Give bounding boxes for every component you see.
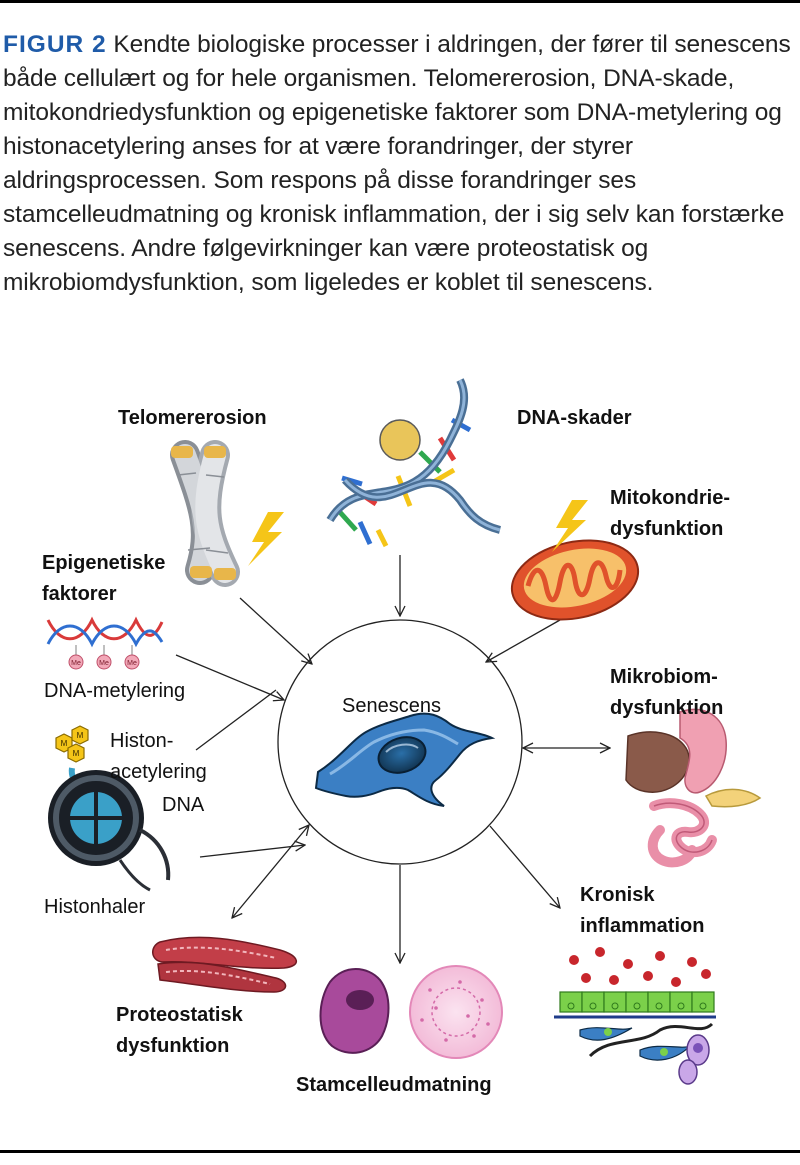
label-senescens: Senescens [342,695,441,717]
caption-text: Kendte biologiske processer i aldringen,… [3,31,791,296]
arrow-epi-1 [175,654,284,700]
label-proteostatisk: Proteostatisk dysfunktion [116,1004,243,1057]
label-mikrobiom: Mikrobiom- dysfunktion [610,666,724,719]
figure-label: FIGUR 2 [3,31,107,58]
lightning-icon [552,500,588,552]
bottom-rule [0,1150,800,1153]
arrow-proteo [232,825,309,918]
dna-methylation-icon [46,616,164,670]
label-epigenetiske: Epigenetiske faktorer [42,552,166,605]
m-tag: M [77,731,84,740]
figure-caption: FIGUR 2 Kendte biologiske processer i al… [3,28,793,300]
me-tag: Me [99,660,109,667]
label-histonhaler: Histonhaler [44,896,146,918]
arrow-kronisk [489,825,560,908]
arrow-mito [486,619,561,662]
gut-icon [625,708,762,868]
proteostasis-icon [152,936,297,993]
label-histonacetylering: Histon- acetylering [110,730,207,783]
top-rule [0,0,800,3]
dna-helix-icon [326,378,502,548]
nucleosome-icon [48,725,171,892]
diagram-graphics: Me Me Me M M M [46,378,762,1085]
label-mitokondrie: Mitokondrie- dysfunktion [610,487,730,540]
inflammation-icon [554,947,716,1085]
chromosome-icon [170,440,240,587]
stem-cells-icon [319,965,503,1059]
lightning-icon [248,512,284,566]
me-tag: Me [127,660,137,667]
label-dna: DNA [162,794,205,816]
label-dna-metylering: DNA-metylering [44,680,186,702]
me-tag: Me [71,660,81,667]
label-dna-skader: DNA-skader [517,407,632,429]
arrow-histon [199,845,305,858]
label-telomererosion: Telomererosion [118,407,267,429]
mitochondrion-icon [510,539,640,621]
arrow-telomer [239,597,312,664]
arrow-epi-2 [195,689,277,751]
senescent-cell [314,712,496,807]
m-tag: M [61,739,68,748]
arrows [175,555,610,963]
label-kronisk-inflammation: Kronisk inflammation [580,884,705,937]
m-tag: M [73,749,80,758]
aging-diagram: Me Me Me M M M Telomererosion DNA-skader… [0,360,800,1120]
label-stamcelleudmatning: Stamcelleudmatning [296,1074,492,1096]
